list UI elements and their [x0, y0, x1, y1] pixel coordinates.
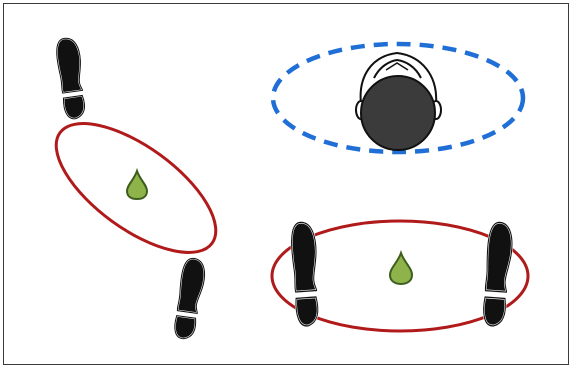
side-stance-group: [272, 221, 528, 331]
right-footprint-icon: [482, 222, 513, 327]
drop-icon: [390, 253, 412, 284]
right-footprint-icon: [173, 257, 207, 340]
diagonal-stance-group: [36, 37, 236, 341]
left-footprint-icon: [54, 37, 88, 120]
left-footprint-icon: [290, 221, 321, 326]
drop-icon: [127, 171, 147, 199]
person-head-icon: [356, 53, 441, 150]
head-zone-group: [273, 44, 523, 152]
